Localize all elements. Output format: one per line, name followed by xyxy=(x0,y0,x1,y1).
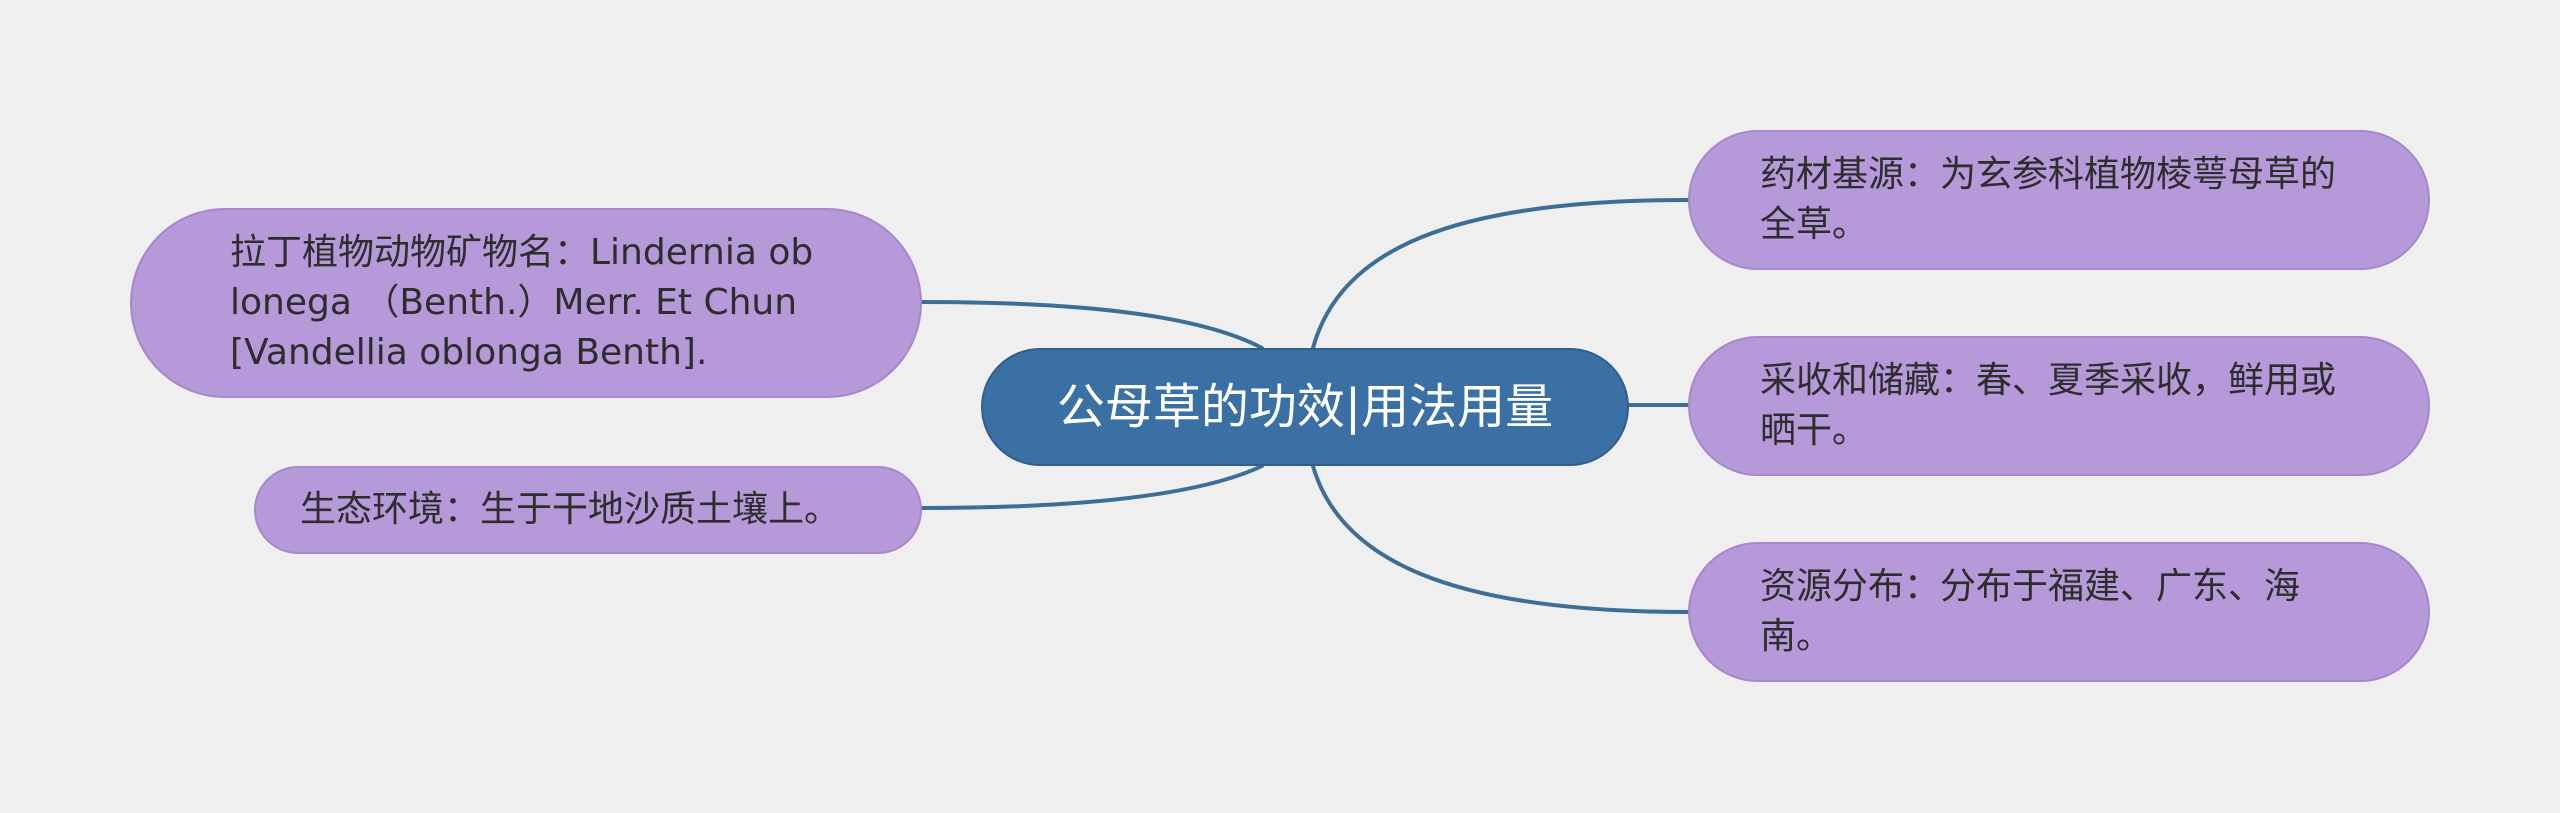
branch-node-source[interactable]: 药材基源：为玄参科植物棱萼母草的全草。 xyxy=(1688,130,2430,270)
connector-latin-name xyxy=(920,300,1264,350)
root-topic-label: 公母草的功效|用法用量 xyxy=(1056,379,1554,435)
branch-node-latin-name[interactable]: 拉丁植物动物矿物名：Lindernia oblonega （Benth.）Mer… xyxy=(130,208,922,398)
branch-label-distribution: 资源分布：分布于福建、广东、海南。 xyxy=(1760,566,2301,657)
branch-label-habitat: 生态环境：生于干地沙质土壤上。 xyxy=(300,489,841,530)
connector-distribution xyxy=(1311,464,1690,614)
branch-label-harvest: 采收和储藏：春、夏季采收，鲜用或晒干。 xyxy=(1760,360,2337,451)
branch-node-harvest[interactable]: 采收和储藏：春、夏季采收，鲜用或晒干。 xyxy=(1688,336,2430,476)
branch-node-distribution[interactable]: 资源分布：分布于福建、广东、海南。 xyxy=(1688,542,2430,682)
connector-source xyxy=(1311,198,1690,350)
branch-label-source: 药材基源：为玄参科植物棱萼母草的全草。 xyxy=(1760,154,2337,245)
branch-node-habitat[interactable]: 生态环境：生于干地沙质土壤上。 xyxy=(254,466,922,554)
root-topic-node[interactable]: 公母草的功效|用法用量 xyxy=(981,348,1629,466)
branch-label-latin-name: 拉丁植物动物矿物名：Lindernia oblonega （Benth.）Mer… xyxy=(230,232,814,373)
connector-habitat xyxy=(920,464,1264,510)
